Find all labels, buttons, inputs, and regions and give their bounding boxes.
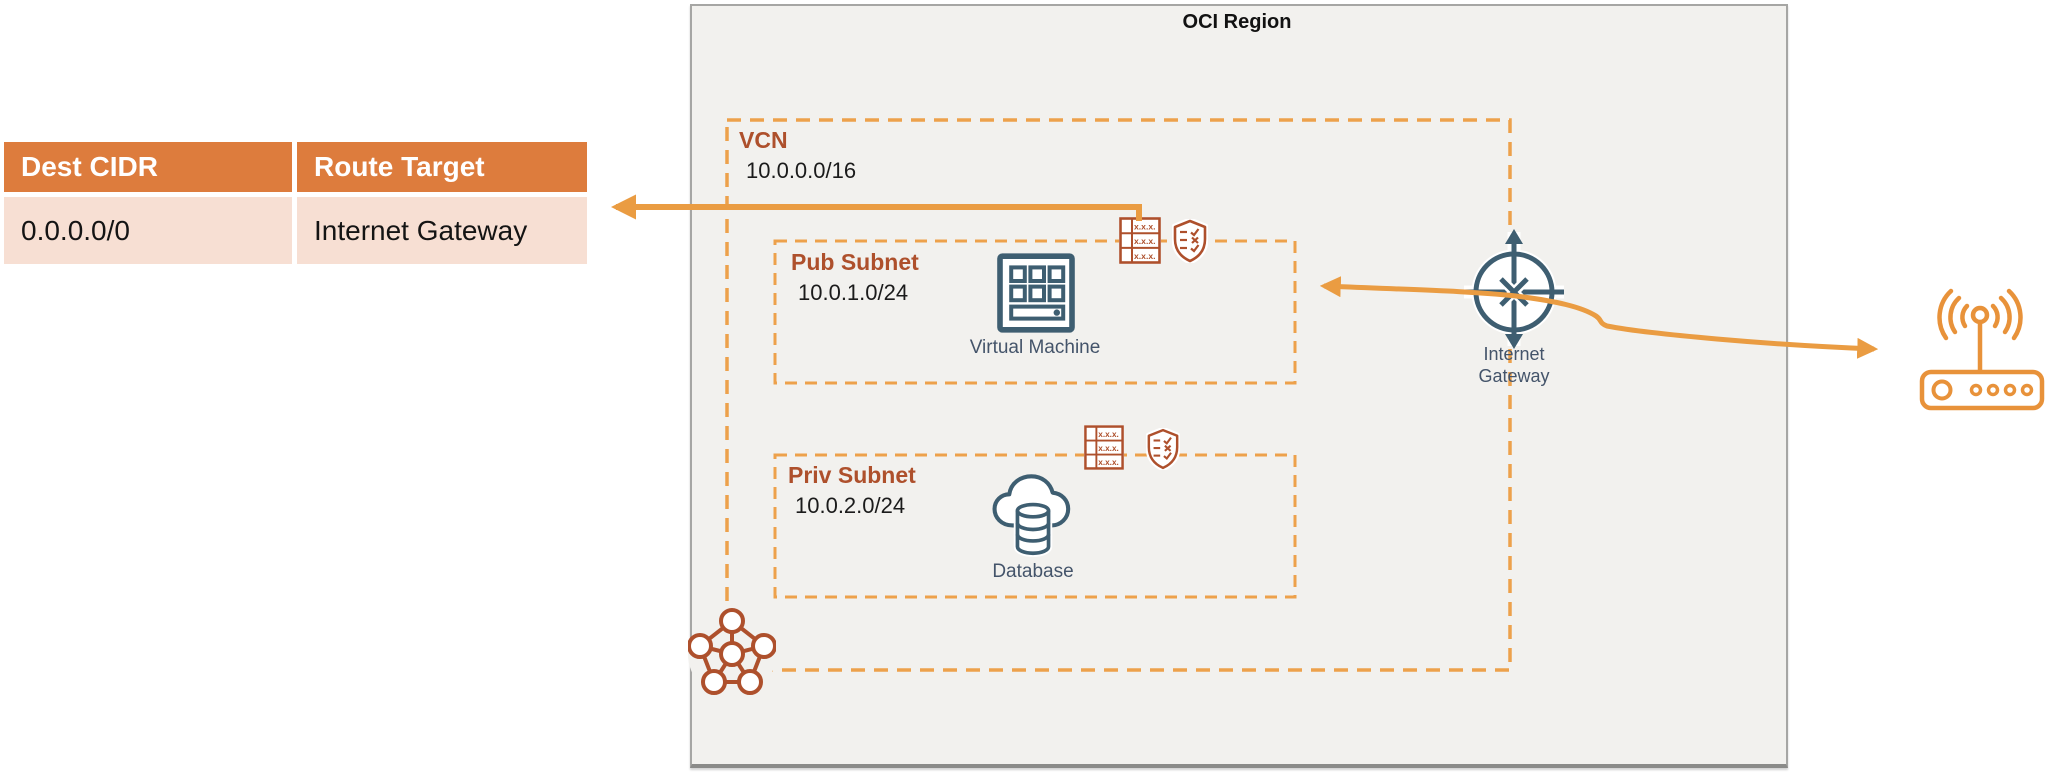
vcn-label-group: VCN 10.0.0.0/16 xyxy=(739,127,856,184)
pub-subnet-name: Pub Subnet xyxy=(791,249,919,275)
svg-text:x.x.x.: x.x.x. xyxy=(1134,251,1156,261)
virtual-machine-icon xyxy=(997,253,1075,333)
route-table-cell-route-target: Internet Gateway xyxy=(297,197,587,264)
internet-gateway-icon xyxy=(1464,229,1564,349)
vcn-name: VCN xyxy=(739,127,788,153)
svg-text:x.x.x.: x.x.x. xyxy=(1134,236,1156,246)
svg-text:x.x.x.: x.x.x. xyxy=(1134,222,1156,232)
internet-router-icon xyxy=(1919,288,2045,411)
security-list-icon-priv xyxy=(1146,428,1180,470)
virtual-machine-label: Virtual Machine xyxy=(969,337,1101,358)
vcn-cidr: 10.0.0.0/16 xyxy=(746,158,857,183)
database-label: Database xyxy=(992,561,1074,582)
route-table-icon-pub: x.x.x. x.x.x. x.x.x. xyxy=(1119,217,1161,264)
security-list-icon-pub xyxy=(1172,219,1208,263)
pub-subnet-cidr: 10.0.1.0/24 xyxy=(798,280,909,305)
internet-gateway-label-line2: Gateway xyxy=(1478,366,1550,386)
route-table: Dest CIDR Route Target 0.0.0.0/0 Interne… xyxy=(4,142,587,264)
route-table-header-dest-cidr: Dest CIDR xyxy=(4,142,292,192)
svg-text:x.x.x.: x.x.x. xyxy=(1098,430,1119,439)
svg-text:x.x.x.: x.x.x. xyxy=(1098,444,1119,453)
route-table-icon-priv: x.x.x. x.x.x. x.x.x. xyxy=(1084,425,1124,470)
priv-subnet-cidr: 10.0.2.0/24 xyxy=(795,493,906,518)
pub-subnet-label-group: Pub Subnet 10.0.1.0/24 xyxy=(791,249,919,306)
route-table-header-route-target: Route Target xyxy=(297,142,587,192)
internet-gateway-label: Internet Gateway xyxy=(1444,343,1584,387)
oci-region-box xyxy=(690,4,1788,768)
svg-text:x.x.x.: x.x.x. xyxy=(1098,458,1119,467)
vcn-mesh-icon xyxy=(688,608,776,696)
oci-region-title: OCI Region xyxy=(1182,11,1292,33)
priv-subnet-name: Priv Subnet xyxy=(788,462,916,488)
internet-gateway-label-line1: Internet xyxy=(1483,344,1545,364)
priv-subnet-label-group: Priv Subnet 10.0.2.0/24 xyxy=(788,462,916,519)
route-table-cell-dest-cidr: 0.0.0.0/0 xyxy=(4,197,292,264)
database-icon xyxy=(992,474,1071,557)
